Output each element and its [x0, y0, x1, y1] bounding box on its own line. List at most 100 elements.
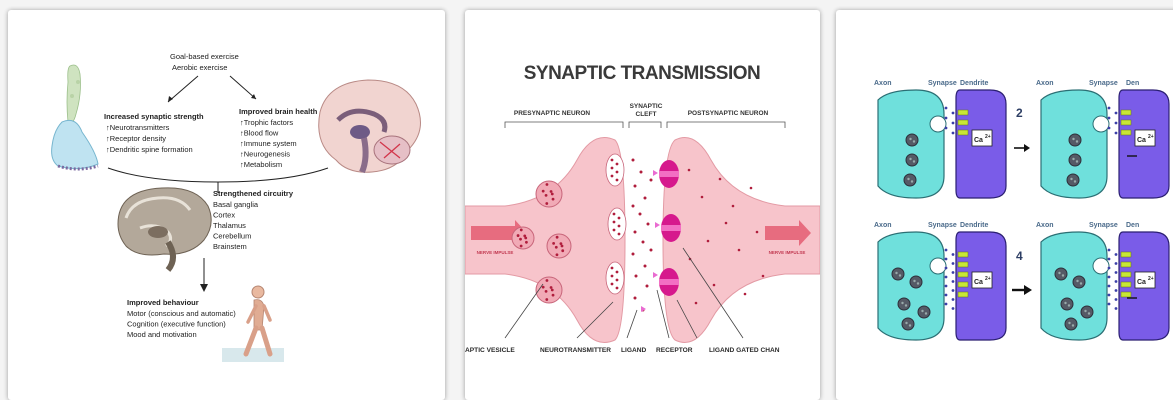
walking-figure-image: [222, 286, 284, 362]
step-arrow-2: [1014, 144, 1030, 152]
vesicle-dot: [517, 234, 520, 237]
neurotransmitter-dot: [1115, 262, 1118, 265]
ligand-marker: [653, 170, 658, 176]
label-ligand: LIGAND: [621, 347, 647, 354]
vesicle-dot: [520, 245, 523, 248]
pocket-dot: [611, 275, 614, 278]
list-item: Cerebellum: [213, 232, 251, 241]
receptor: [1121, 262, 1131, 267]
postsynaptic-dot: [695, 302, 698, 305]
calcium-charge: 2+: [985, 276, 991, 282]
vesicle: [910, 276, 922, 288]
receptor-channel: [661, 225, 681, 231]
synapse-sketch-image: [52, 65, 98, 169]
arrow-left: [168, 76, 198, 102]
receptor: [1121, 282, 1131, 287]
receptor: [958, 120, 968, 125]
synapse-steps-figure: Axon Synapse Dendrite Axon Synapse Den A…: [836, 10, 1173, 400]
neurotransmitter-dot: [945, 258, 948, 261]
header-dendrite-1: Dendrite: [960, 80, 989, 87]
neurotransmitter-dot: [945, 303, 948, 306]
header-synapse-1: Synapse: [928, 80, 957, 87]
arrow-right: [230, 76, 256, 99]
postsynaptic-dot: [756, 231, 759, 234]
header-axon-2: Axon: [1036, 80, 1054, 87]
postsynaptic-dot: [738, 249, 741, 252]
synapse-steps-card[interactable]: Axon Synapse Dendrite Axon Synapse Den A…: [836, 10, 1173, 400]
neurotransmitter-dot: [952, 298, 955, 301]
neurotransmitter-dot: [1108, 117, 1111, 120]
pocket-dot: [616, 287, 619, 290]
vesicle-dot: [551, 289, 554, 292]
list-item: ↑Blood flow: [240, 129, 279, 138]
header-axon-4: Axon: [1036, 222, 1054, 229]
receptor-channel: [659, 171, 679, 177]
neurotransmitter-dot: [952, 253, 955, 256]
pocket-dot: [611, 283, 614, 286]
neurotransmitter-dot: [1108, 294, 1111, 297]
exercise-brain-figure-card[interactable]: Goal-based exercise Aerobic exercise Inc…: [8, 10, 445, 400]
synaptic-transmission-card[interactable]: SYNAPTIC TRANSMISSION PRESYNAPTIC NEURON…: [465, 10, 820, 400]
list-item: Cognition (executive function): [127, 320, 226, 329]
neurotransmitter-dot: [952, 289, 955, 292]
vesicle-dot: [545, 290, 548, 293]
vesicle-dot: [545, 298, 548, 301]
calcium-label: Ca: [974, 279, 983, 286]
vesicle-dot: [556, 236, 559, 239]
left-box-items: ↑Neurotransmitters↑Receptor density↑Dend…: [106, 123, 193, 154]
neurotransmitter-dot: [1115, 271, 1118, 274]
synaptic-vesicle: [536, 277, 562, 303]
neurotransmitter-dot: [1115, 132, 1118, 135]
header-axon-1: Axon: [874, 80, 892, 87]
neurotransmitter-dot: [952, 280, 955, 283]
neurotransmitter-dot: [644, 265, 647, 268]
neurotransmitter-dot: [1115, 307, 1118, 310]
receptor: [958, 262, 968, 267]
neurotransmitter-dot: [650, 179, 653, 182]
receptor: [1121, 130, 1131, 135]
list-item: Mood and motivation: [127, 330, 197, 339]
vesicle-dot: [560, 242, 563, 245]
pocket-dot: [611, 167, 614, 170]
list-item: ↑Immune system: [240, 139, 297, 148]
vesicle-dot: [542, 286, 545, 289]
vesicle-dot: [550, 190, 553, 193]
nerve-impulse-right: NERVE IMPULSE: [769, 250, 806, 255]
list-item: Brainstem: [213, 242, 247, 251]
vesicle-dot: [556, 253, 559, 256]
neurotransmitter-dot: [1108, 258, 1111, 261]
header-dendrite-4: Den: [1126, 222, 1139, 229]
neurotransmitter-dot: [945, 249, 948, 252]
neurotransmitter-dot: [1108, 107, 1111, 110]
brain-sagittal-image: [319, 80, 421, 172]
header-presynaptic: PRESYNAPTIC NEURON: [514, 110, 591, 117]
postsynaptic-dot: [725, 222, 728, 225]
vesicle-dot: [519, 238, 522, 241]
vesicle-dot: [552, 294, 555, 297]
postsynaptic-dot: [713, 284, 716, 287]
receptor: [1121, 110, 1131, 115]
pocket-dot: [611, 267, 614, 270]
vesicle: [1061, 298, 1073, 310]
neurotransmitter-dot: [634, 185, 637, 188]
release-pocket: [930, 258, 946, 274]
neurotransmitter-dot: [945, 285, 948, 288]
header-synaptic: SYNAPTIC: [630, 103, 663, 110]
top-line-1: Goal-based exercise: [170, 52, 239, 61]
neurotransmitter-dot: [1108, 267, 1111, 270]
postsynaptic-dot: [744, 293, 747, 296]
vesicle-dot: [545, 194, 548, 197]
header-synapse-3: Synapse: [928, 222, 957, 229]
vesicle: [906, 154, 918, 166]
neurotransmitter-dot: [1108, 249, 1111, 252]
neurotransmitter-dot: [1115, 112, 1118, 115]
neurotransmitter-dot: [1108, 285, 1111, 288]
neurotransmitter-dot: [945, 276, 948, 279]
vesicle-dot: [555, 246, 558, 249]
neurotransmitter-dot: [1115, 280, 1118, 283]
top-line-2: Aerobic exercise: [172, 63, 227, 72]
receptor: [1121, 292, 1131, 297]
header-postsynaptic: POSTSYNAPTIC NEURON: [688, 110, 769, 117]
synaptic-vesicle: [512, 227, 534, 249]
circuitry-title: Strengthened circuitry: [213, 189, 294, 198]
